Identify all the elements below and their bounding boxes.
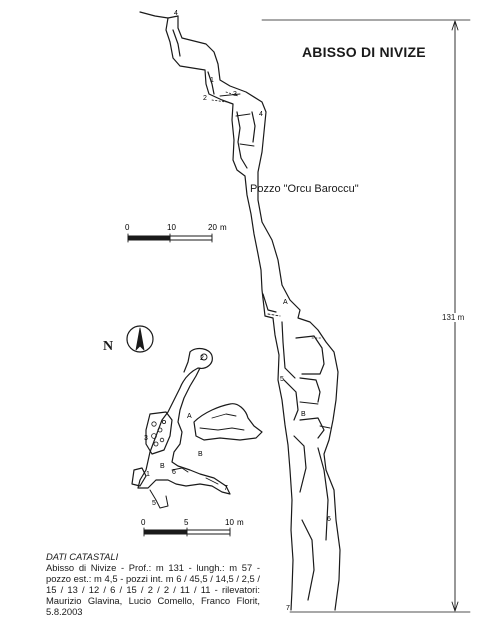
station-label: 4 bbox=[259, 111, 263, 118]
shaft-label: Pozzo "Orcu Baroccu" bbox=[250, 183, 359, 195]
station-label: 2 bbox=[200, 355, 204, 362]
station-label: 6 bbox=[172, 469, 176, 476]
scale-plan-tick-2: 10 bbox=[225, 518, 234, 527]
catalog-heading: DATI CATASTALI bbox=[46, 551, 119, 562]
station-label: 1 bbox=[146, 471, 150, 478]
scale-labels-plan: 0 5 10 m bbox=[141, 518, 244, 527]
scale-labels-profile: 0 10 20 m bbox=[125, 223, 227, 232]
scale-profile-unit: m bbox=[220, 223, 227, 232]
surface-line bbox=[139, 11, 179, 19]
scale-profile-tick-0: 0 bbox=[125, 223, 130, 232]
station-label: 3 bbox=[233, 91, 237, 98]
scale-plan-tick-0: 0 bbox=[141, 518, 146, 527]
scale-plan-unit: m bbox=[237, 518, 244, 527]
catalog-body: Abisso di Nivize - Prof.: m 131 - lungh.… bbox=[46, 562, 260, 617]
depth-dimension-line bbox=[261, 19, 471, 613]
station-labels-profile: 4 1 2 3 4 A 5 B 6 7 bbox=[174, 10, 331, 612]
scale-profile-tick-1: 10 bbox=[167, 223, 176, 232]
station-label: 2 bbox=[203, 95, 207, 102]
station-label: 7 bbox=[286, 605, 290, 612]
depth-label: 131 m bbox=[441, 313, 466, 322]
cave-profile bbox=[165, 15, 341, 611]
north-label: N bbox=[103, 339, 114, 354]
station-label: A bbox=[283, 299, 288, 306]
scale-bar-plan bbox=[143, 527, 231, 537]
station-label: 6 bbox=[327, 516, 331, 523]
station-label: B bbox=[198, 451, 203, 458]
station-label: 1 bbox=[210, 77, 214, 84]
page-title: ABISSO DI NIVIZE bbox=[302, 44, 426, 60]
scale-profile-tick-2: 20 bbox=[208, 223, 217, 232]
scale-plan-tick-1: 5 bbox=[184, 518, 189, 527]
station-label: 5 bbox=[280, 376, 284, 383]
station-label: B bbox=[301, 411, 306, 418]
station-label: 4 bbox=[174, 10, 178, 17]
station-label: A bbox=[187, 413, 192, 420]
station-label: 7 bbox=[224, 485, 228, 492]
station-labels-plan: 2 A 3 B B 5 6 7 1 bbox=[144, 355, 228, 507]
station-label: B bbox=[160, 463, 165, 470]
catalog-info: DATI CATASTALI Abisso di Nivize - Prof.:… bbox=[46, 551, 260, 617]
scale-bar-profile bbox=[127, 233, 213, 243]
station-label: 5 bbox=[152, 500, 156, 507]
north-arrow-icon bbox=[126, 325, 154, 353]
cave-plan bbox=[131, 347, 263, 509]
station-label: 3 bbox=[144, 435, 148, 442]
